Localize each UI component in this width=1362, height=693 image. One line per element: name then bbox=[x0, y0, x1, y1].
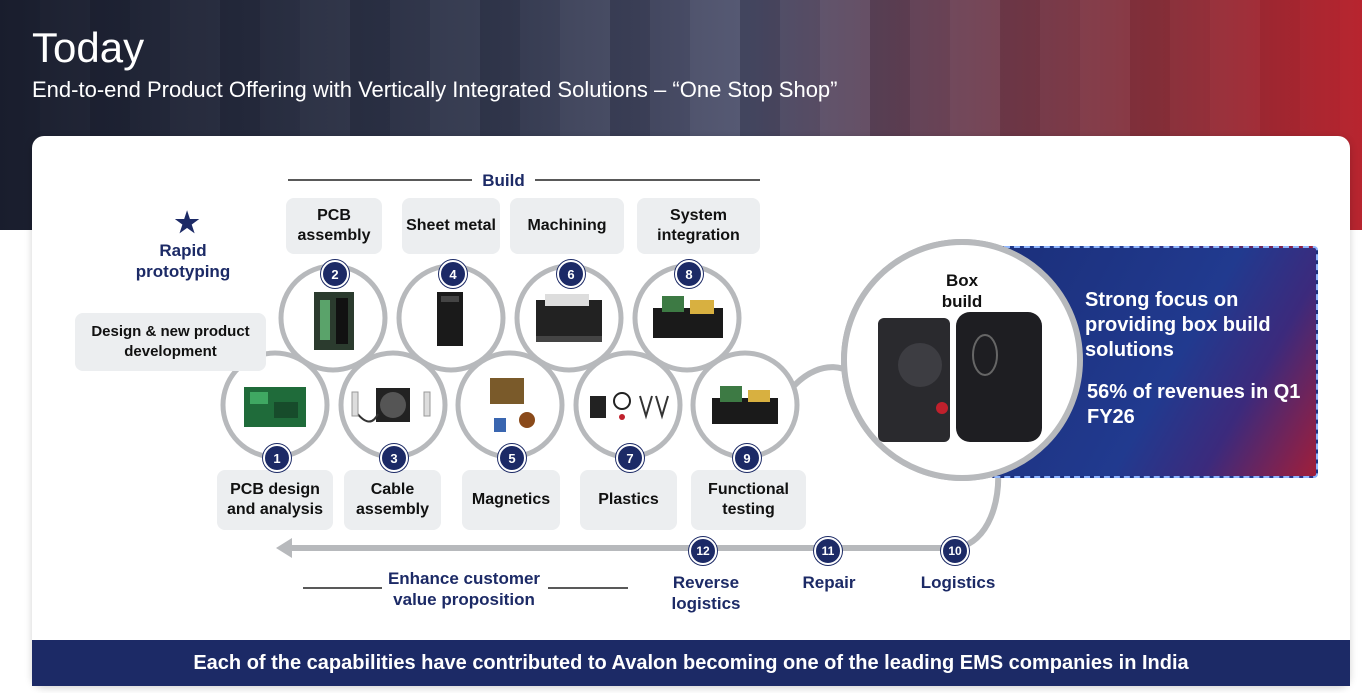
label-machining: Machining bbox=[510, 198, 624, 254]
label-plastics: Plastics bbox=[580, 470, 677, 530]
badge-8: 8 bbox=[675, 260, 703, 288]
label-cable-assembly: Cable assembly bbox=[344, 470, 441, 530]
footer-banner: Each of the capabilities have contribute… bbox=[32, 640, 1350, 686]
badge-10: 10 bbox=[941, 537, 969, 565]
logistics-connector bbox=[957, 469, 1002, 551]
label-repair: Repair bbox=[802, 573, 856, 592]
badge-7: 7 bbox=[616, 444, 644, 472]
cable-assembly-image bbox=[351, 388, 431, 423]
page-subtitle: End-to-end Product Offering with Vertica… bbox=[32, 77, 838, 102]
page-title: Today bbox=[32, 24, 145, 71]
machining-image bbox=[536, 294, 602, 342]
enhance-value-label: Enhance customer value proposition bbox=[387, 569, 541, 609]
design-development-box: Design & new product development bbox=[75, 313, 266, 371]
badge-1: 1 bbox=[263, 444, 291, 472]
return-arrow-icon bbox=[276, 538, 292, 558]
box-build-label: Box build bbox=[941, 271, 983, 311]
label-pcb-assembly: PCB assembly bbox=[286, 198, 382, 254]
label-logistics: Logistics bbox=[920, 573, 996, 592]
functional-testing-image bbox=[712, 386, 778, 424]
magnetics-image bbox=[490, 378, 535, 432]
label-pcb-design: PCB design and analysis bbox=[217, 470, 333, 530]
label-functional-testing: Functional testing bbox=[691, 470, 806, 530]
box-build-focus-text: Strong focus on providing box build solu… bbox=[1085, 289, 1271, 361]
badge-5: 5 bbox=[498, 444, 526, 472]
label-sheet-metal: Sheet metal bbox=[402, 198, 500, 254]
label-magnetics: Magnetics bbox=[462, 470, 560, 530]
pcb-assembly-image bbox=[314, 292, 354, 350]
system-integration-image bbox=[653, 296, 723, 338]
star-icon: ★ bbox=[174, 207, 200, 238]
badge-6: 6 bbox=[557, 260, 585, 288]
rapid-prototyping-label: Rapid prototyping bbox=[135, 241, 231, 281]
label-reverse-logistics: Reverse logistics bbox=[671, 573, 741, 613]
badge-12: 12 bbox=[689, 537, 717, 565]
label-system-integration: System integration bbox=[637, 198, 760, 254]
badge-4: 4 bbox=[439, 260, 467, 288]
badge-2: 2 bbox=[321, 260, 349, 288]
badge-11: 11 bbox=[814, 537, 842, 565]
build-label: Build bbox=[482, 171, 525, 190]
pcb-design-image bbox=[244, 387, 306, 427]
badge-9: 9 bbox=[733, 444, 761, 472]
badge-3: 3 bbox=[380, 444, 408, 472]
box-build-revenue-text: 56% of revenues in Q1 FY26 bbox=[1087, 381, 1301, 428]
plastics-image bbox=[590, 392, 669, 420]
sheet-metal-image bbox=[437, 292, 463, 346]
